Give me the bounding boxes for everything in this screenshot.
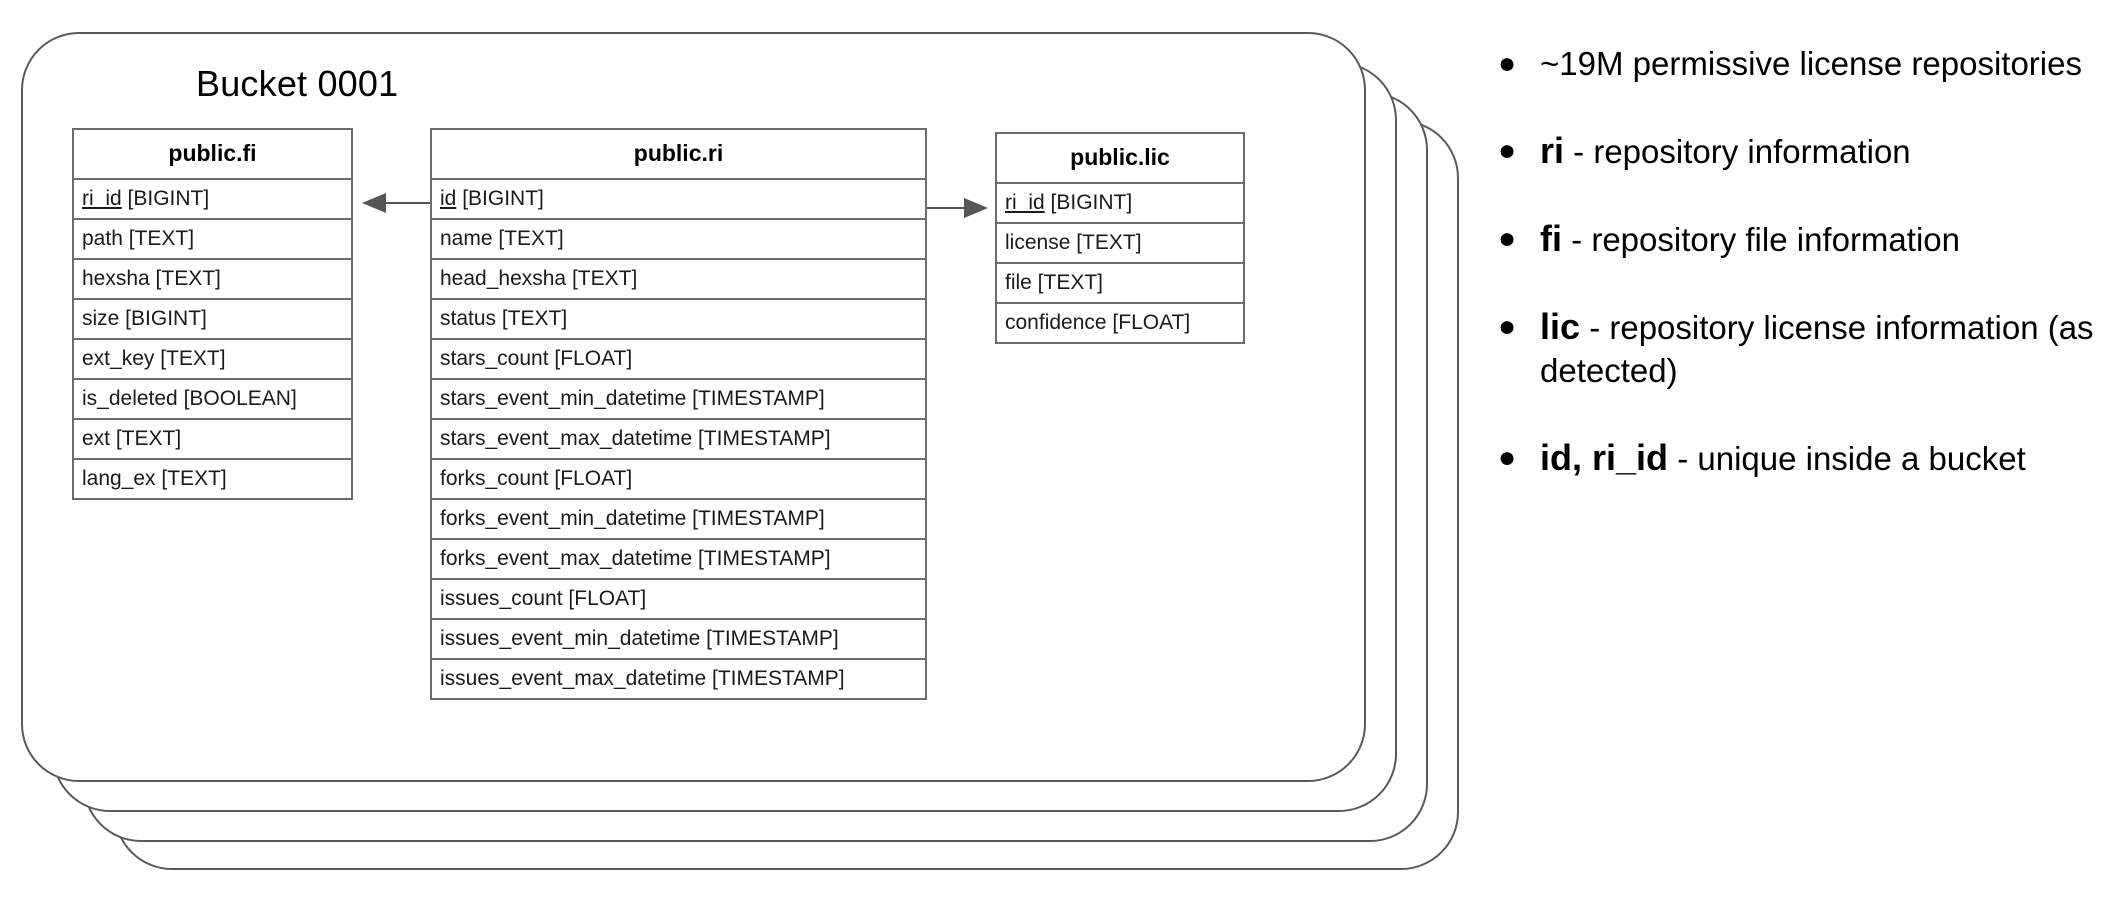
er-table-ri: public.ri id [BIGINT]name [TEXT]head_hex… <box>430 128 927 700</box>
er-column-row: stars_count [FLOAT] <box>432 340 925 380</box>
bullet-icon: ● <box>1498 441 1517 474</box>
er-table-fi: public.fi ri_id [BIGINT]path [TEXT]hexsh… <box>72 128 353 500</box>
note-text: fi - repository file information <box>1540 217 2098 261</box>
er-column-row: ri_id [BIGINT] <box>74 180 351 220</box>
er-column-row: ext_key [TEXT] <box>74 340 351 380</box>
primary-key-name: ri_id <box>82 187 122 210</box>
bullet-icon: ● <box>1498 310 1517 343</box>
note-text: ri - repository information <box>1540 129 2098 173</box>
note-description: - unique inside a bucket <box>1668 440 2026 477</box>
note-item: ● lic - repository license information (a… <box>1478 305 2098 392</box>
er-column-row: is_deleted [BOOLEAN] <box>74 380 351 420</box>
er-column-row: head_hexsha [TEXT] <box>432 260 925 300</box>
er-column-row: issues_count [FLOAT] <box>432 580 925 620</box>
er-rows-lic: ri_id [BIGINT]license [TEXT]file [TEXT] c… <box>997 184 1243 342</box>
er-column-row: issues_event_min_datetime [TIMESTAMP] <box>432 620 925 660</box>
bullet-icon: ● <box>1498 134 1517 167</box>
er-column-row: ext [TEXT] <box>74 420 351 460</box>
primary-key-name: id <box>440 187 457 210</box>
er-column-row: forks_event_max_datetime [TIMESTAMP] <box>432 540 925 580</box>
er-column-row: id [BIGINT] <box>432 180 925 220</box>
note-item: ● ri - repository information <box>1478 129 2098 173</box>
er-table-title-ri: public.ri <box>432 130 925 180</box>
er-rows-ri: id [BIGINT]name [TEXT]head_hexsha [TEXT]… <box>432 180 925 698</box>
er-column-row: license [TEXT] <box>997 224 1243 264</box>
note-description: - repository license information (as det… <box>1540 309 2094 389</box>
bucket-title: Bucket 0001 <box>196 63 399 104</box>
note-term: lic <box>1540 306 1581 347</box>
er-column-row: name [TEXT] <box>432 220 925 260</box>
er-column-row: hexsha [TEXT] <box>74 260 351 300</box>
note-text: ~19M permissive license repositories <box>1540 42 2098 85</box>
notes-list: ● ~19M permissive license repositories ● ri… <box>1478 42 2098 524</box>
note-text: lic - repository license information (as… <box>1540 305 2098 392</box>
er-table-lic: public.lic ri_id [BIGINT]license [TEXT]f… <box>995 132 1245 344</box>
er-column-row: lang_ex [TEXT] <box>82 467 227 490</box>
er-column-row: ri_id [BIGINT] <box>997 184 1243 224</box>
er-rows-fi: ri_id [BIGINT]path [TEXT]hexsha [TEXT]si… <box>74 180 351 498</box>
note-item: ● ~19M permissive license repositories <box>1478 42 2098 85</box>
note-text: id, ri_id - unique inside a bucket <box>1540 436 2098 480</box>
er-table-title-lic: public.lic <box>997 134 1243 184</box>
er-column-row: path [TEXT] <box>74 220 351 260</box>
note-description: - repository file information <box>1562 221 1960 258</box>
er-column-row: stars_event_min_datetime [TIMESTAMP] <box>432 380 925 420</box>
bullet-icon: ● <box>1498 47 1517 80</box>
er-column-row: stars_event_max_datetime [TIMESTAMP] <box>432 420 925 460</box>
note-item: ● id, ri_id - unique inside a bucket <box>1478 436 2098 480</box>
er-column-row: size [BIGINT] <box>74 300 351 340</box>
er-column-row: issues_event_max_datetime [TIMESTAMP] <box>440 667 845 690</box>
er-column-row: forks_event_min_datetime [TIMESTAMP] <box>432 500 925 540</box>
primary-key-name: ri_id <box>1005 191 1045 214</box>
bullet-icon: ● <box>1498 222 1517 255</box>
er-column-row: forks_count [FLOAT] <box>432 460 925 500</box>
er-table-title-fi: public.fi <box>74 130 351 180</box>
note-term: id, ri_id <box>1540 437 1669 478</box>
note-term: fi <box>1540 218 1562 259</box>
note-description: - repository information <box>1564 133 1911 170</box>
note-item: ● fi - repository file information <box>1478 217 2098 261</box>
note-term: ri <box>1540 130 1565 171</box>
er-column-row: confidence [FLOAT] <box>1005 311 1191 334</box>
note-description: ~19M permissive license repositories <box>1540 45 2082 82</box>
er-column-row: file [TEXT] <box>997 264 1243 304</box>
er-column-row: status [TEXT] <box>432 300 925 340</box>
